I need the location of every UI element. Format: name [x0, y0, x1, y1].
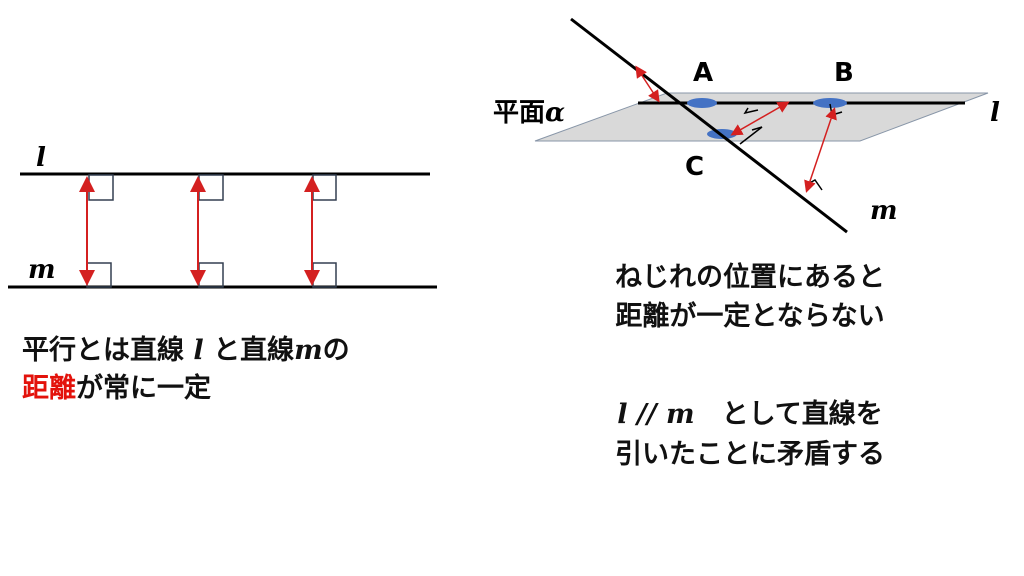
right-angle-mark	[312, 262, 337, 288]
plane-label: 平面α	[493, 98, 566, 128]
right-angle-mark	[198, 262, 224, 288]
point-a	[687, 98, 717, 108]
line-l-label: l	[990, 98, 1000, 128]
line-m-label: m	[870, 196, 898, 226]
line-m	[570, 17, 848, 234]
skew-text-2: 距離が一定とならない	[615, 301, 885, 332]
point-a-label: A	[693, 58, 714, 88]
definition-line-1: 平行とは直線 l と直線mの	[22, 335, 350, 366]
skew-text-1: ねじれの位置にあると	[615, 262, 885, 293]
point-b-label: B	[834, 58, 854, 88]
distance-arrow	[804, 107, 837, 193]
point-c-label: C	[685, 152, 705, 182]
right-angle-mark	[86, 262, 112, 288]
distance-arrow	[730, 101, 790, 136]
line-l-label: l	[36, 143, 46, 173]
right-angle-mark	[312, 174, 337, 201]
skew-lines-diagram	[534, 17, 989, 234]
distance-arrow	[635, 65, 660, 103]
definition-line-2: 距離が常に一定	[22, 373, 211, 404]
contradiction-text-2: 引いたことに矛盾する	[615, 439, 885, 470]
parallel-lines-diagram	[8, 172, 437, 289]
point-b	[813, 98, 847, 108]
contradiction-text-1: l // m として直線を	[617, 399, 883, 430]
right-angle-mark	[88, 174, 114, 201]
right-angle-mark	[198, 174, 224, 201]
line-m-label: m	[28, 255, 56, 285]
